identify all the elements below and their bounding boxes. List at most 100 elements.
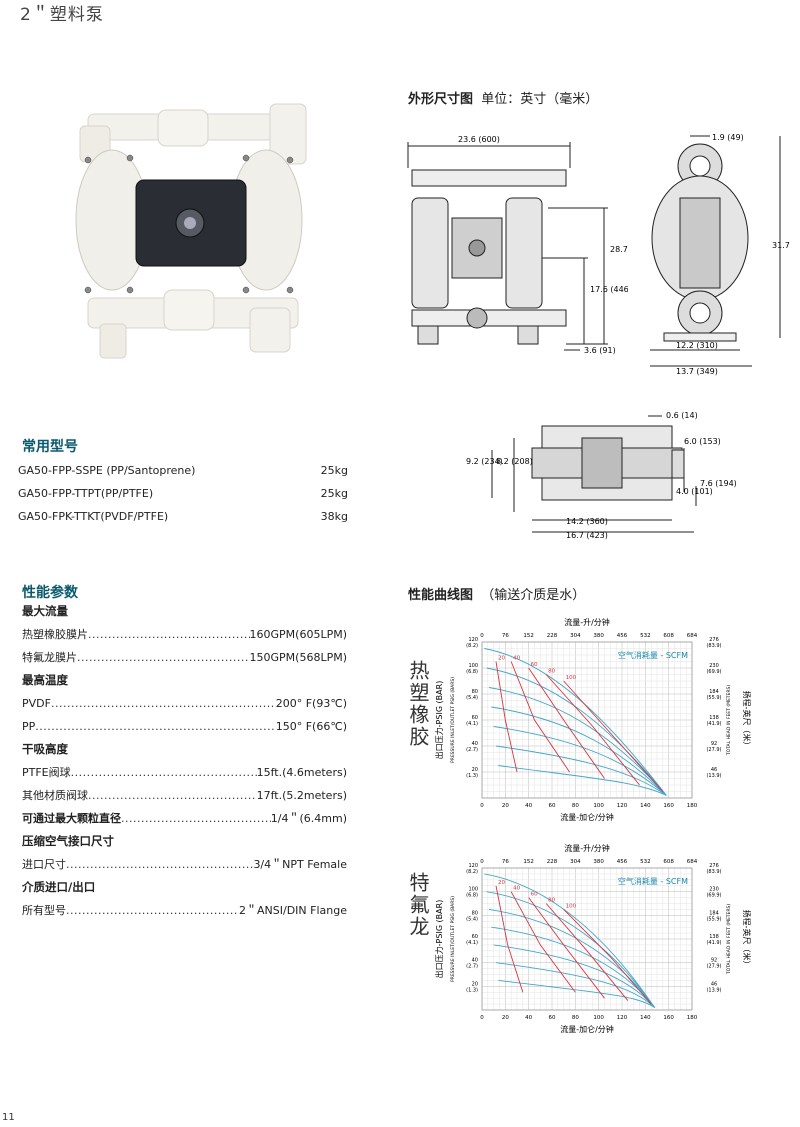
left-axis-title: 出口压力-PSIG (BAR): [434, 681, 444, 760]
param-row: PTFE阀球15ft.(4.6meters): [22, 761, 347, 784]
right-tick-sub: (41.9): [706, 721, 721, 727]
right-axis-title: 扬程-英尺（米）: [742, 910, 752, 969]
scfm-series-line: [545, 903, 629, 1001]
scfm-series-label: 80: [548, 669, 555, 675]
left-tick-sub: (2.7): [466, 964, 478, 970]
right-tick-sub: (13.9): [706, 987, 721, 993]
right-tick-label: 276: [709, 637, 719, 643]
top-tick-label: 532: [640, 633, 651, 639]
flow-curve: [484, 873, 656, 1008]
left-tick-label: 80: [472, 910, 478, 916]
top-tick-label: 684: [687, 859, 698, 865]
flow-curve: [493, 944, 656, 1008]
right-tick-label: 230: [709, 663, 719, 669]
svg-text:TOTAL HEAD IN FEET (METERS): TOTAL HEAD IN FEET (METERS): [726, 685, 732, 757]
param-row: PP150° F(66℃): [22, 715, 347, 738]
bottom-axis-title: 流量-加仑/分钟: [560, 1024, 614, 1034]
svg-text:17.6 (446): 17.6 (446): [590, 285, 628, 294]
left-tick-label: 40: [472, 741, 478, 747]
param-group-title: 介质进口/出口: [22, 880, 96, 894]
scfm-series-line: [495, 661, 518, 773]
right-tick-label: 46: [711, 767, 717, 773]
svg-text:PRESSURE INLET/OUTLET PSIG (BA: PRESSURE INLET/OUTLET PSIG (BARS): [450, 896, 456, 982]
bottom-tick-label: 160: [663, 803, 674, 809]
scfm-series-line: [510, 891, 576, 993]
left-tick-sub: (4.1): [466, 721, 478, 727]
pump-photo: [75, 103, 307, 359]
left-tick-sub: (8.2): [466, 643, 478, 649]
right-tick-sub: (83.9): [706, 643, 721, 649]
right-tick-label: 276: [709, 863, 719, 869]
scfm-series-line: [528, 897, 605, 999]
right-tick-sub: (69.9): [706, 669, 721, 675]
left-tick-sub: (5.4): [466, 916, 478, 922]
left-tick-sub: (2.7): [466, 747, 478, 753]
bottom-tick-label: 60: [549, 803, 556, 809]
left-tick-sub: (4.1): [466, 940, 478, 946]
top-axis-title: 流量-升/分钟: [564, 843, 610, 853]
left-tick-label: 20: [472, 981, 478, 987]
top-tick-label: 456: [617, 633, 628, 639]
svg-text:9.2 (234): 9.2 (234): [466, 457, 503, 466]
top-axis-title: 流量-升/分钟: [564, 617, 610, 627]
left-tick-label: 100: [468, 663, 478, 669]
left-tick-sub: (6.8): [466, 669, 478, 675]
flow-curve: [488, 908, 656, 1008]
svg-text:出口压力-PSIG (BAR): 出口压力-PSIG (BAR): [434, 681, 444, 760]
svg-text:6.0 (153): 6.0 (153): [684, 437, 721, 446]
bottom-tick-label: 100: [593, 803, 604, 809]
flow-curve: [495, 962, 655, 1008]
right-tick-sub: (55.9): [706, 916, 721, 922]
svg-text:16.7 (423): 16.7 (423): [566, 531, 608, 540]
scfm-series-label: 100: [566, 903, 577, 909]
right-tick-label: 46: [711, 981, 717, 987]
right-tick-sub: (69.9): [706, 893, 721, 899]
scfm-series-line: [510, 661, 570, 773]
top-tick-label: 304: [570, 859, 581, 865]
param-row: 可通过最大颗粒直径1/4＂(6.4mm): [22, 807, 347, 830]
svg-text:4.0 (101): 4.0 (101): [676, 487, 713, 496]
left-tick-sub: (6.8): [466, 893, 478, 899]
right-tick-label: 230: [709, 887, 719, 893]
left-tick-sub: (5.4): [466, 695, 478, 701]
params-list: 最大流量 热塑橡胶膜片160GPM(605LPM) 特氟龙膜片150GPM(56…: [22, 600, 347, 922]
param-group-title: 最大流量: [22, 604, 68, 618]
right-tick-sub: (55.9): [706, 695, 721, 701]
left-tick-sub: (1.3): [466, 987, 478, 993]
right-axis-en: TOTAL HEAD IN FEET (METERS): [726, 685, 732, 757]
left-tick-label: 120: [468, 637, 478, 643]
top-tick-label: 380: [593, 633, 604, 639]
param-row: 热塑橡胶膜片160GPM(605LPM): [22, 623, 347, 646]
right-tick-label: 92: [711, 958, 717, 964]
left-tick-label: 100: [468, 887, 478, 893]
svg-text:13.7 (349): 13.7 (349): [676, 367, 718, 376]
left-tick-sub: (8.2): [466, 869, 478, 875]
scfm-series-line: [495, 885, 524, 993]
left-axis-en: PRESSURE INLET/OUTLET PSIG (BARS): [450, 896, 456, 982]
top-tick-label: 608: [663, 859, 674, 865]
left-axis-en: PRESSURE INLET/OUTLET PSIG (BARS): [450, 677, 456, 763]
svg-text:8.2 (208): 8.2 (208): [496, 457, 533, 466]
param-row: 特氟龙膜片150GPM(568LPM): [22, 646, 347, 669]
top-view-drawing: 0.6 (14) 6.0 (153) 9.2 (234) 8.2 (208) 7…: [466, 411, 737, 540]
flow-curve: [495, 745, 667, 796]
top-tick-label: 608: [663, 633, 674, 639]
page-number: 11: [2, 1112, 15, 1123]
page-title: 2＂塑料泵: [20, 5, 104, 25]
plot-frame: [481, 867, 693, 1011]
bottom-tick-label: 120: [617, 803, 628, 809]
param-row: PVDF200° F(93℃): [22, 692, 347, 715]
scfm-series-line: [563, 909, 652, 1005]
bottom-tick-label: 40: [525, 1015, 532, 1021]
param-group-title: 干吸高度: [22, 742, 68, 756]
svg-text:1.9 (49): 1.9 (49): [712, 133, 744, 142]
flow-curve: [493, 726, 667, 796]
top-tick-label: 152: [523, 859, 534, 865]
param-row: 其他材质阀球17ft.(5.2meters): [22, 784, 347, 807]
left-tick-sub: (1.3): [466, 773, 478, 779]
bottom-axis-title: 流量-加仑/分钟: [560, 812, 614, 822]
right-tick-sub: (27.9): [706, 964, 721, 970]
right-tick-sub: (83.9): [706, 869, 721, 875]
left-tick-label: 20: [472, 767, 478, 773]
